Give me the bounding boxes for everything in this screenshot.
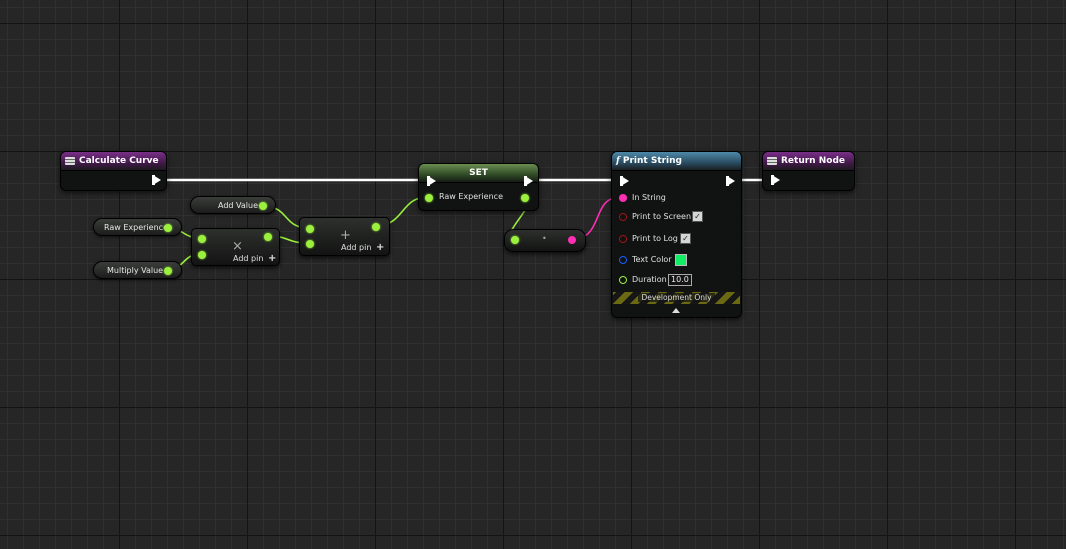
raw-experience-label: Raw Experience bbox=[104, 222, 168, 232]
multiply-value-label: Multiply Value bbox=[107, 265, 164, 275]
in-string-label: In String bbox=[632, 193, 666, 202]
set-node-header: SET bbox=[419, 164, 538, 183]
print-to-log-checkbox[interactable]: ✓ bbox=[680, 233, 691, 244]
return-node-title: Return Node bbox=[781, 156, 845, 166]
set-node-title: SET bbox=[469, 168, 488, 178]
conversion-symbol-icon: • bbox=[542, 234, 547, 243]
print-string-node[interactable]: f Print String In String Print to Screen… bbox=[611, 151, 742, 318]
calculate-curve-node[interactable]: Calculate Curve bbox=[60, 151, 167, 191]
multiply-output-pin[interactable] bbox=[264, 233, 272, 241]
multiply-input-b-pin[interactable] bbox=[198, 251, 206, 259]
multiply-add-pin-label: Add pin bbox=[233, 254, 264, 263]
duration-label: Duration bbox=[632, 275, 667, 284]
development-only-bar: Development Only bbox=[613, 292, 740, 304]
raw-experience-output-pin[interactable] bbox=[164, 224, 172, 232]
add-add-pin-label: Add pin bbox=[341, 243, 372, 252]
print-exec-out-pin[interactable] bbox=[726, 176, 735, 186]
set-input-pin[interactable] bbox=[425, 194, 433, 202]
function-f-icon: f bbox=[616, 156, 620, 166]
calculate-curve-header: Calculate Curve bbox=[61, 152, 166, 171]
development-only-label: Development Only bbox=[638, 293, 715, 302]
print-to-screen-checkbox[interactable]: ✓ bbox=[692, 211, 703, 222]
set-exec-out-pin[interactable] bbox=[524, 176, 533, 186]
return-node-header: Return Node bbox=[763, 152, 854, 171]
multiply-input-a-pin[interactable] bbox=[198, 235, 206, 243]
print-string-header: f Print String bbox=[612, 152, 741, 171]
add-add-pin-button[interactable]: Add pin + bbox=[341, 242, 384, 253]
add-pin-plus-icon: + bbox=[375, 242, 385, 253]
multiply-symbol-icon: × bbox=[232, 239, 243, 254]
set-exec-in-pin[interactable] bbox=[427, 176, 436, 186]
return-node[interactable]: Return Node bbox=[762, 151, 855, 191]
multiply-add-pin-button[interactable]: Add pin + bbox=[233, 253, 276, 264]
print-string-title: Print String bbox=[622, 156, 682, 166]
print-to-log-pin[interactable] bbox=[619, 235, 627, 243]
print-to-screen-pin[interactable] bbox=[619, 213, 627, 221]
set-pin-label: Raw Experience bbox=[439, 192, 503, 201]
exec-out-pin[interactable] bbox=[152, 175, 161, 185]
duration-input[interactable]: 10.0 bbox=[668, 274, 692, 286]
function-icon bbox=[65, 157, 75, 165]
text-color-swatch[interactable] bbox=[675, 254, 687, 266]
add-symbol-icon: + bbox=[340, 228, 351, 243]
print-to-log-label: Print to Log bbox=[632, 234, 678, 243]
exec-in-pin[interactable] bbox=[771, 175, 780, 185]
multiply-value-output-pin[interactable] bbox=[164, 267, 172, 275]
add-input-b-pin[interactable] bbox=[306, 240, 314, 248]
add-value-getter[interactable]: Add Value bbox=[190, 196, 276, 214]
conversion-output-pin[interactable] bbox=[568, 236, 576, 244]
duration-pin[interactable] bbox=[619, 276, 627, 284]
conversion-input-pin[interactable] bbox=[511, 236, 519, 244]
text-color-label: Text Color bbox=[632, 255, 672, 264]
add-value-output-pin[interactable] bbox=[259, 202, 267, 210]
multiply-value-getter[interactable]: Multiply Value bbox=[93, 261, 182, 279]
add-value-label: Add Value bbox=[218, 200, 258, 210]
raw-experience-getter[interactable]: Raw Experience bbox=[93, 218, 182, 236]
text-color-pin[interactable] bbox=[619, 256, 627, 264]
set-output-pin[interactable] bbox=[521, 194, 529, 202]
add-input-a-pin[interactable] bbox=[306, 225, 314, 233]
add-node[interactable]: + Add pin + bbox=[299, 217, 390, 256]
float-to-string-conversion-node[interactable]: • bbox=[504, 229, 586, 252]
add-output-pin[interactable] bbox=[372, 223, 380, 231]
add-pin-plus-icon: + bbox=[267, 253, 277, 264]
calculate-curve-title: Calculate Curve bbox=[79, 156, 159, 166]
function-icon bbox=[767, 157, 777, 165]
expand-arrow-icon[interactable] bbox=[672, 308, 680, 313]
set-node[interactable]: SET Raw Experience bbox=[418, 163, 539, 211]
print-to-screen-label: Print to Screen bbox=[632, 212, 692, 221]
multiply-node[interactable]: × Add pin + bbox=[191, 228, 280, 266]
in-string-pin[interactable] bbox=[619, 194, 627, 202]
print-exec-in-pin[interactable] bbox=[620, 176, 629, 186]
